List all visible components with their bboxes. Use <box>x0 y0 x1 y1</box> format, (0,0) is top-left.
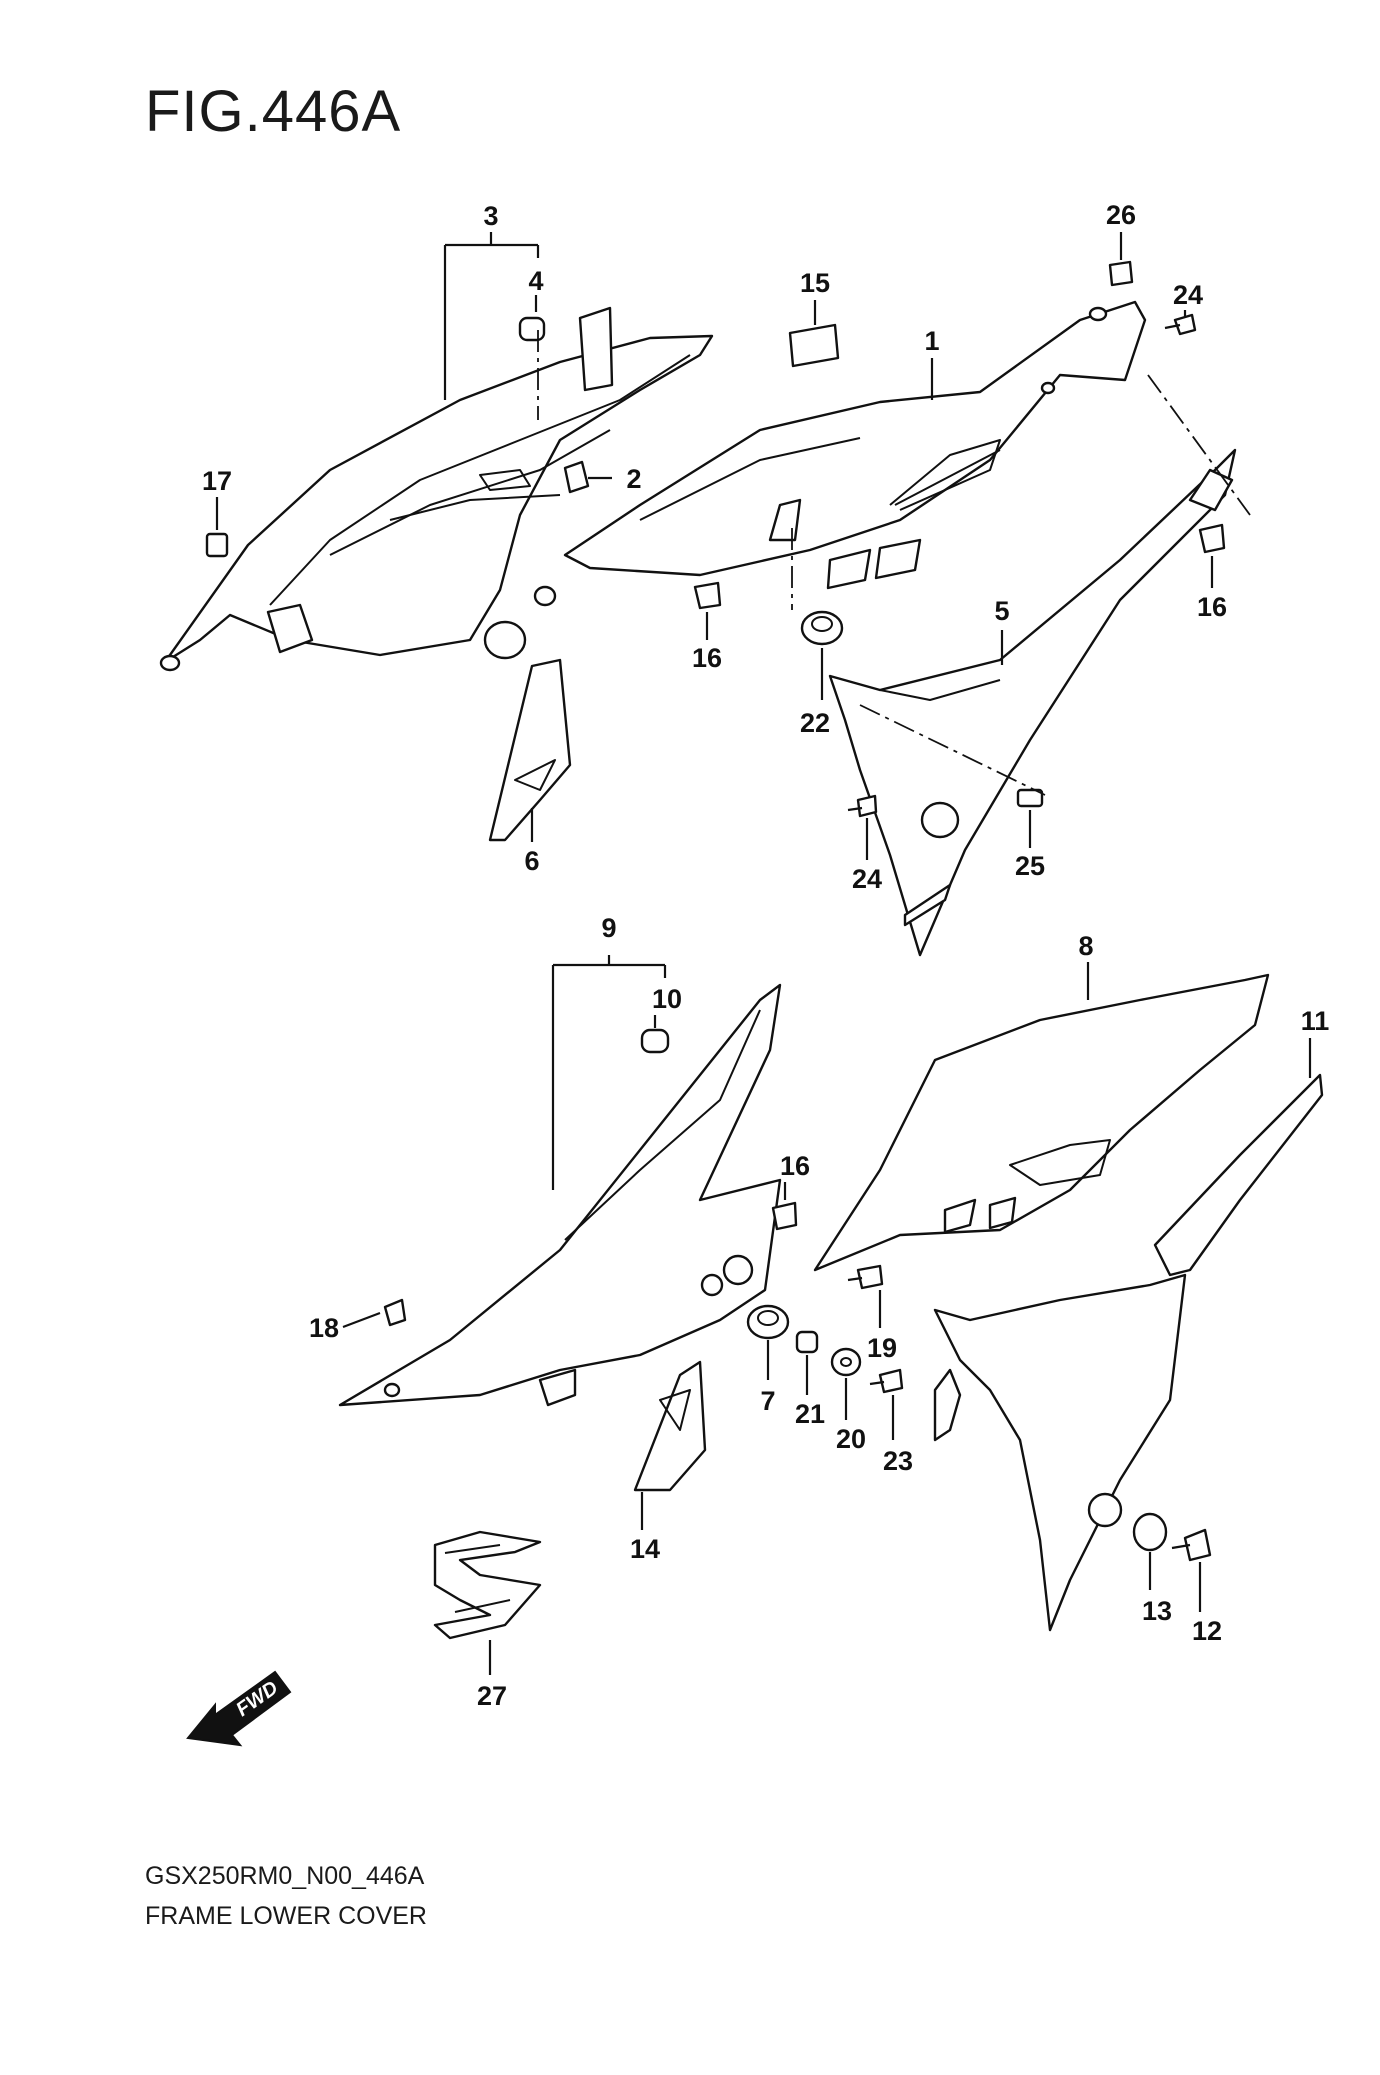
callout-16-lower: 16 <box>780 1151 810 1181</box>
forward-direction-arrow: FWD <box>186 1670 292 1747</box>
figure-title: FIG.446A <box>145 79 402 144</box>
callout-22: 22 <box>800 708 830 738</box>
callout-numbers: 3 4 2 17 15 1 26 24 16 22 5 16 6 24 25 9… <box>202 200 1329 1711</box>
callout-12: 12 <box>1192 1616 1222 1646</box>
figure-name: FRAME LOWER COVER <box>145 1902 427 1930</box>
callout-24-upper: 24 <box>1173 280 1203 310</box>
callout-16-right: 16 <box>1197 592 1227 622</box>
callout-2: 2 <box>626 464 641 494</box>
callout-24-lower: 24 <box>852 864 882 894</box>
callout-4: 4 <box>528 266 543 296</box>
lower-side-panel-part <box>933 1073 1324 1632</box>
callout-26: 26 <box>1106 200 1136 230</box>
callout-11: 11 <box>1301 1006 1330 1036</box>
callout-27: 27 <box>477 1681 507 1711</box>
upper-left-cover-part <box>159 306 714 672</box>
callout-7: 7 <box>760 1386 775 1416</box>
callout-15: 15 <box>800 268 830 298</box>
bracket-part-14 <box>633 1360 707 1492</box>
callout-23: 23 <box>883 1446 913 1476</box>
callout-10: 10 <box>652 984 682 1014</box>
callout-17: 17 <box>202 466 232 496</box>
callout-14: 14 <box>630 1534 660 1564</box>
callout-18: 18 <box>309 1313 339 1343</box>
callout-19: 19 <box>867 1333 897 1363</box>
callout-6: 6 <box>524 846 539 876</box>
lower-right-cover-part <box>813 973 1270 1272</box>
small-hardware <box>205 260 1226 1562</box>
emblem-part-27 <box>433 1530 542 1640</box>
callout-16-left: 16 <box>692 643 722 673</box>
callout-20: 20 <box>836 1424 866 1454</box>
callout-25: 25 <box>1015 851 1045 881</box>
upper-right-cover-part <box>563 300 1147 590</box>
figure-code: GSX250RM0_N00_446A <box>145 1862 425 1890</box>
callout-3: 3 <box>483 201 498 231</box>
callout-1: 1 <box>924 326 939 356</box>
lower-left-cover-part <box>338 983 782 1407</box>
callout-8: 8 <box>1078 931 1093 961</box>
bracket-part-6 <box>488 658 572 842</box>
callout-9: 9 <box>601 913 616 943</box>
leader-lines <box>215 232 1312 1675</box>
callout-13: 13 <box>1142 1596 1172 1626</box>
side-panel-part <box>828 448 1237 957</box>
callout-5: 5 <box>994 596 1009 626</box>
callout-21: 21 <box>795 1399 825 1429</box>
